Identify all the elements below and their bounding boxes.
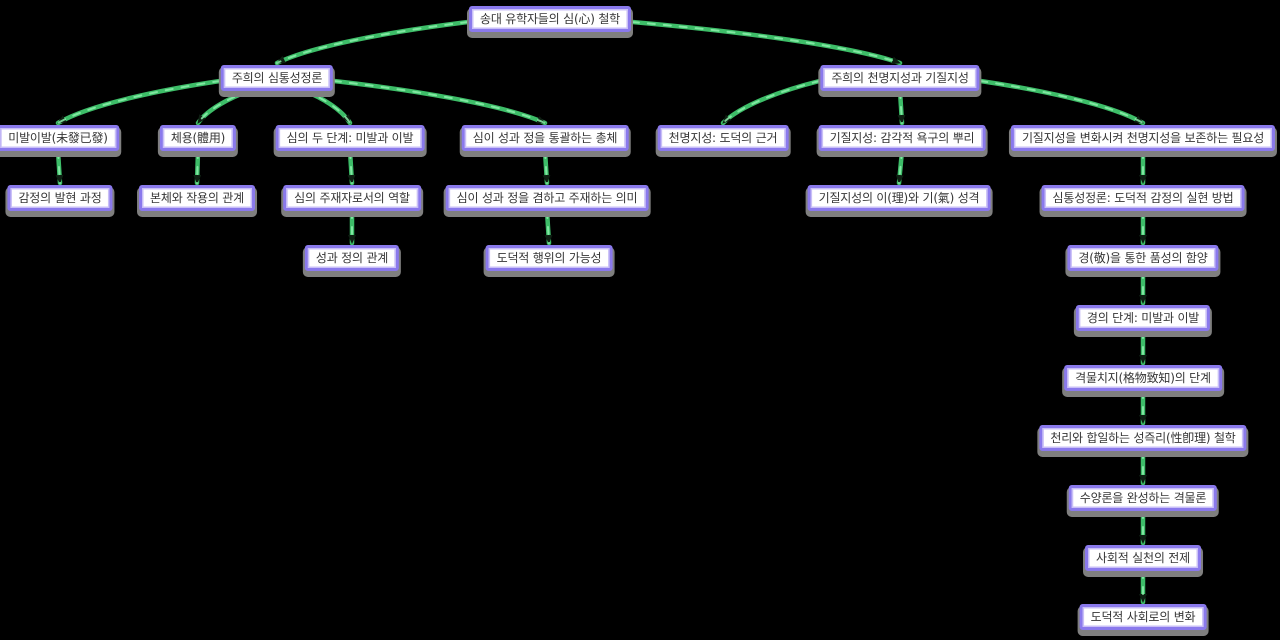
edge-simtong-to-cheyong (195, 88, 252, 126)
diagram-node-cheyong: 체용(體用) (159, 125, 237, 151)
diagram-node-seong-jeong: 성과 정의 관계 (304, 245, 400, 271)
edge-highlight-gyeom-jujae-to-moral-act (546, 210, 550, 244)
edge-highlight-simtong-to-chongche (333, 80, 546, 124)
diagram-node-emotion: 감정의 발현 과정 (7, 185, 113, 211)
diagram-node-simtong: 주희의 심통성정론 (220, 65, 334, 91)
diagram-node-silhyeon: 심통성정론: 도덕적 감정의 실현 방법 (1041, 185, 1245, 211)
edge-highlight-chongche-to-gyeom-jujae (544, 150, 548, 184)
edge-highlight-root-to-simtong (276, 21, 469, 64)
diagram-node-gyeokmul: 격물치지(格物致知)의 단계 (1064, 365, 1222, 391)
edge-highlight-gijil-to-i-gi (898, 150, 903, 184)
edge-root-to-simtong (274, 19, 471, 66)
diagram-node-gyeong: 경(敬)을 통한 품성의 함양 (1067, 245, 1219, 271)
edge-highlight-cheonmyeong-gijil-to-cheonmyeong (722, 80, 821, 124)
edge-simtong-to-chongche (331, 78, 548, 126)
edge-highlight-simtong-to-mibal-ibal (57, 80, 221, 124)
edge-highlight-two-stages-to-jujae-role (349, 150, 353, 184)
edge-highlight-cheonmyeong-gijil-to-gijil (899, 90, 903, 124)
diagram-node-gyeong-stages: 경의 단계: 미발과 이발 (1075, 305, 1211, 331)
edge-root-to-cheonmyeong-gijil (629, 19, 903, 66)
diagram-node-jujae-role: 심의 주재자로서의 역할 (283, 185, 421, 211)
diagram-node-chongche: 심이 성과 정을 통괄하는 총체 (461, 125, 629, 151)
edge-highlight-cheyong-to-bonche (196, 150, 199, 184)
edge-cheonmyeong-gijil-to-cheonmyeong (720, 78, 822, 126)
diagram-node-gijil: 기질지성: 감각적 욕구의 뿌리 (818, 125, 986, 151)
diagram-node-mibal-ibal: 미발이발(未發已發) (0, 125, 119, 151)
edge-highlight-simtong-to-cheyong (197, 90, 250, 124)
edge-simtong-to-mibal-ibal (55, 78, 223, 126)
edge-highlight-root-to-cheonmyeong-gijil (631, 21, 901, 64)
diagram-node-transform: 기질지성을 변화시켜 천명지성을 보존하는 필요성 (1010, 125, 1276, 151)
edge-cheonmyeong-gijil-to-transform (978, 78, 1146, 126)
edge-highlight-simtong-to-two-stages (304, 90, 351, 124)
diagram-node-seongjeukri: 천리와 합일하는 성즉리(性卽理) 철학 (1039, 425, 1247, 451)
diagram-node-cheonmyeong: 천명지성: 도덕의 근거 (657, 125, 789, 151)
diagram-node-suyang: 수양론을 완성하는 격물론 (1068, 485, 1218, 511)
diagram-node-gyeom-jujae: 심이 성과 정을 겸하고 주재하는 의미 (445, 185, 649, 211)
diagram-node-bonche: 본체와 작용의 관계 (139, 185, 255, 211)
diagram-node-cheonmyeong-gijil: 주희의 천명지성과 기질지성 (820, 65, 980, 91)
diagram-node-i-gi: 기질지성의 이(理)와 기(氣) 성격 (807, 185, 991, 211)
edge-simtong-to-two-stages (302, 88, 353, 126)
edge-highlight-mibal-ibal-to-emotion (57, 150, 61, 184)
edge-highlight-cheonmyeong-gijil-to-transform (979, 80, 1144, 124)
diagram-node-moral-society: 도덕적 사회로의 변화 (1079, 604, 1207, 630)
diagram-node-social: 사회적 실천의 전제 (1085, 545, 1201, 571)
diagram-node-root: 송대 유학자들의 심(心) 철학 (468, 6, 632, 32)
diagram-node-moral-act: 도덕적 행위의 가능성 (485, 245, 613, 271)
diagram-node-two-stages: 심의 두 단계: 미발과 이발 (275, 125, 425, 151)
